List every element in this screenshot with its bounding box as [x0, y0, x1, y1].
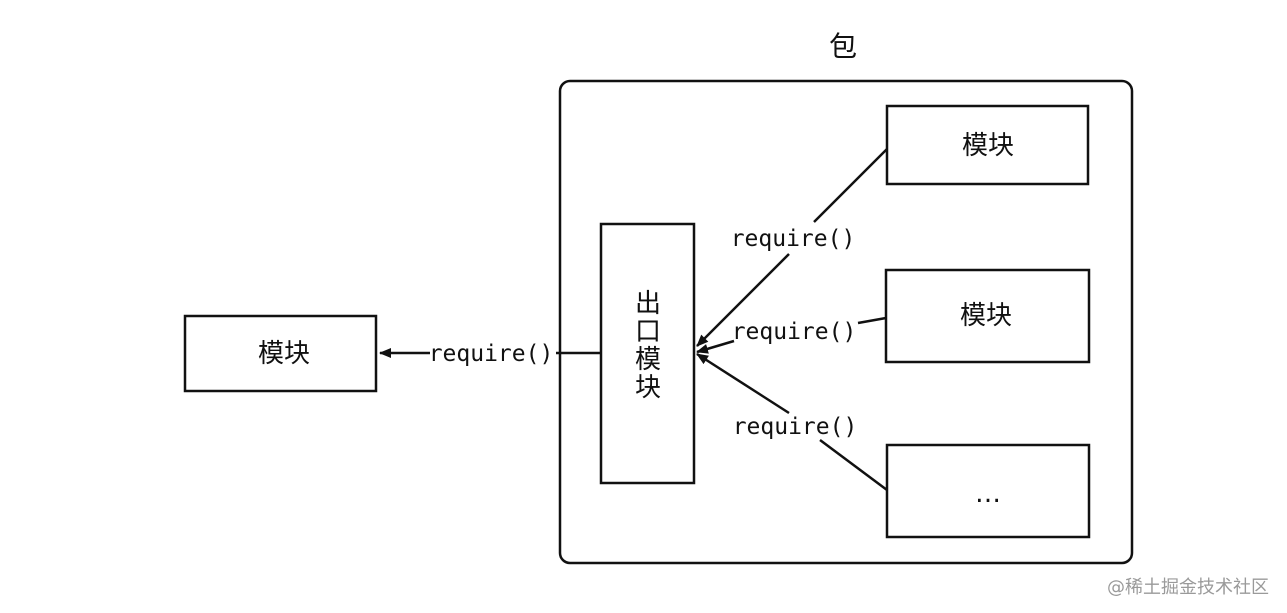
package-title: 包: [829, 30, 857, 63]
exit-module-char: 模: [635, 345, 661, 375]
package-container: [558, 79, 1134, 565]
exit-module-box: [599, 222, 696, 485]
exit-module-char: 口: [635, 317, 661, 347]
inner-module-box-top: [885, 104, 1090, 186]
inner-module-box-middle: [884, 268, 1091, 364]
inner-module-label-middle: 模块: [960, 301, 1012, 331]
edge-label-from-top: require(): [731, 226, 856, 252]
edge-line-from-middle-a: [857, 316, 887, 325]
inner-module-label-bottom: …: [975, 479, 1001, 509]
edge-line-from-bottom-a: [819, 438, 888, 492]
edge-arrow-from-middle: [696, 339, 735, 354]
edge-label-from-bottom: require(): [733, 414, 858, 440]
edge-line-from-top-a: [813, 148, 888, 223]
outer-module-label: 模块: [258, 339, 310, 369]
outer-module-box: [183, 314, 378, 393]
inner-module-box-bottom: [885, 443, 1091, 539]
edge-label-to-outer: require(): [429, 341, 554, 367]
watermark: @稀土掘金技术社区: [1107, 577, 1269, 598]
exit-module-char: 块: [635, 373, 661, 403]
edge-label-from-middle: require(): [732, 319, 857, 345]
inner-module-label-top: 模块: [962, 131, 1014, 161]
edge-arrow-from-bottom: [696, 352, 790, 415]
exit-module-char: 出: [635, 289, 661, 319]
edge-arrow-from-top: [696, 253, 790, 347]
